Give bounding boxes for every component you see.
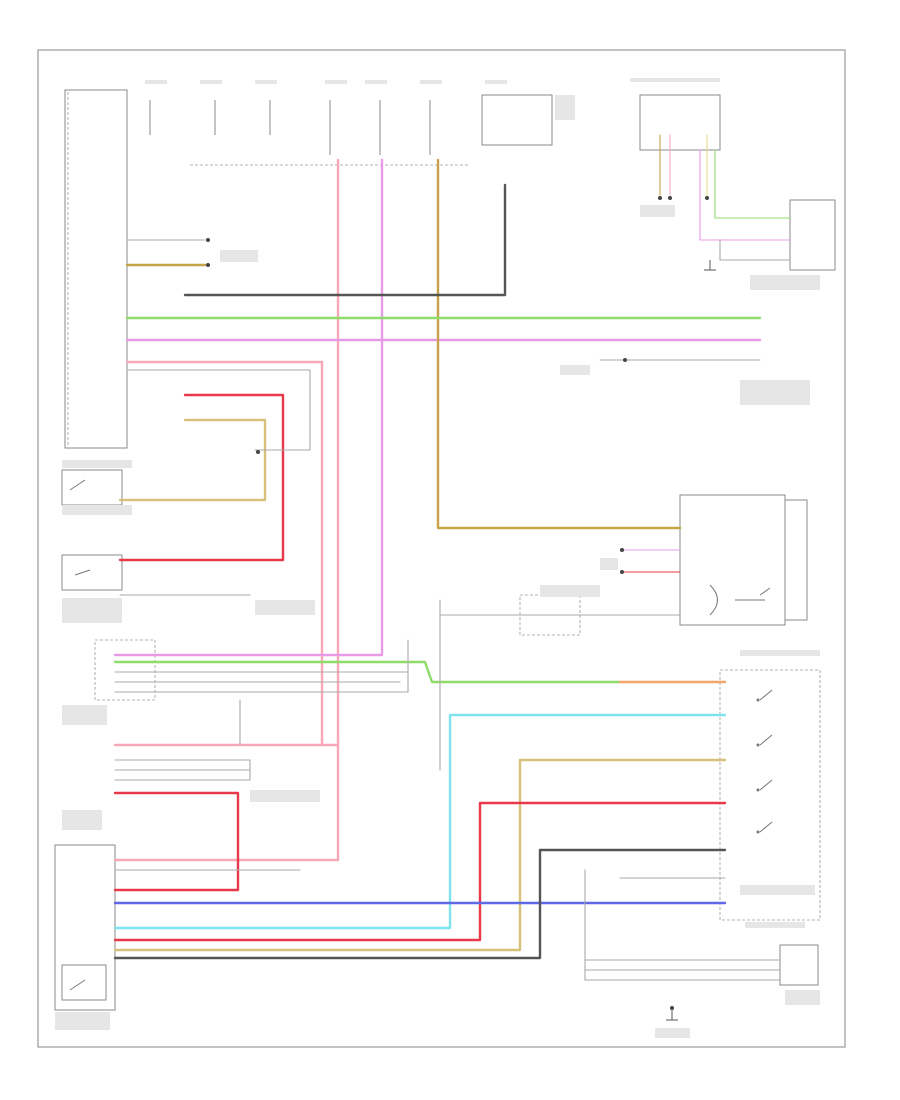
wire-tan-main [436, 158, 682, 530]
wire-red-bottom [113, 801, 727, 942]
wire-green-topright [714, 149, 791, 219]
wire-violet-main [113, 158, 384, 657]
diagram-frame [37, 49, 846, 1048]
wire-red-ecu [113, 791, 240, 892]
instrument-junction [61, 469, 123, 506]
right-main-module-tab [784, 499, 808, 621]
motor-symbol-right [709, 584, 771, 616]
connector-dots [206, 196, 709, 1010]
lock-switch-module [719, 669, 821, 921]
wire-tan-bottom [113, 758, 727, 952]
wire-gray-4 [126, 369, 311, 451]
ground-symbol-2 [704, 260, 716, 271]
wire-black-bottom [113, 848, 727, 960]
wire-gray-19 [719, 239, 791, 261]
ground-symbol-1 [666, 1010, 678, 1021]
wire-pink-upper [125, 360, 324, 747]
lock-switch-symbols [756, 689, 773, 834]
illegible-labels [55, 78, 820, 1038]
top-right-switch [639, 94, 721, 151]
wire-pink-main [113, 158, 340, 747]
right-main-module [679, 494, 786, 626]
bottom-left-ecu-inner [61, 964, 107, 1001]
wire-cyan [113, 713, 727, 930]
wire-pink-lower [113, 743, 340, 862]
wire-gray-3 [114, 671, 409, 693]
switch-symbol-left [69, 479, 91, 991]
bottom-right-module [779, 944, 819, 986]
wire-gray-9 [114, 759, 251, 781]
door-receiver-left [61, 554, 123, 591]
wire-violet-topright [699, 149, 791, 241]
fuse-box-right [481, 94, 553, 146]
door-lock-connector-left [94, 639, 156, 701]
wire-tan-left [118, 418, 267, 502]
body-ecu-block [64, 89, 128, 449]
top-right-module [789, 199, 836, 271]
wire-green-lower [113, 660, 622, 684]
wire-red-main [118, 393, 285, 562]
wire-black-top [183, 183, 507, 297]
